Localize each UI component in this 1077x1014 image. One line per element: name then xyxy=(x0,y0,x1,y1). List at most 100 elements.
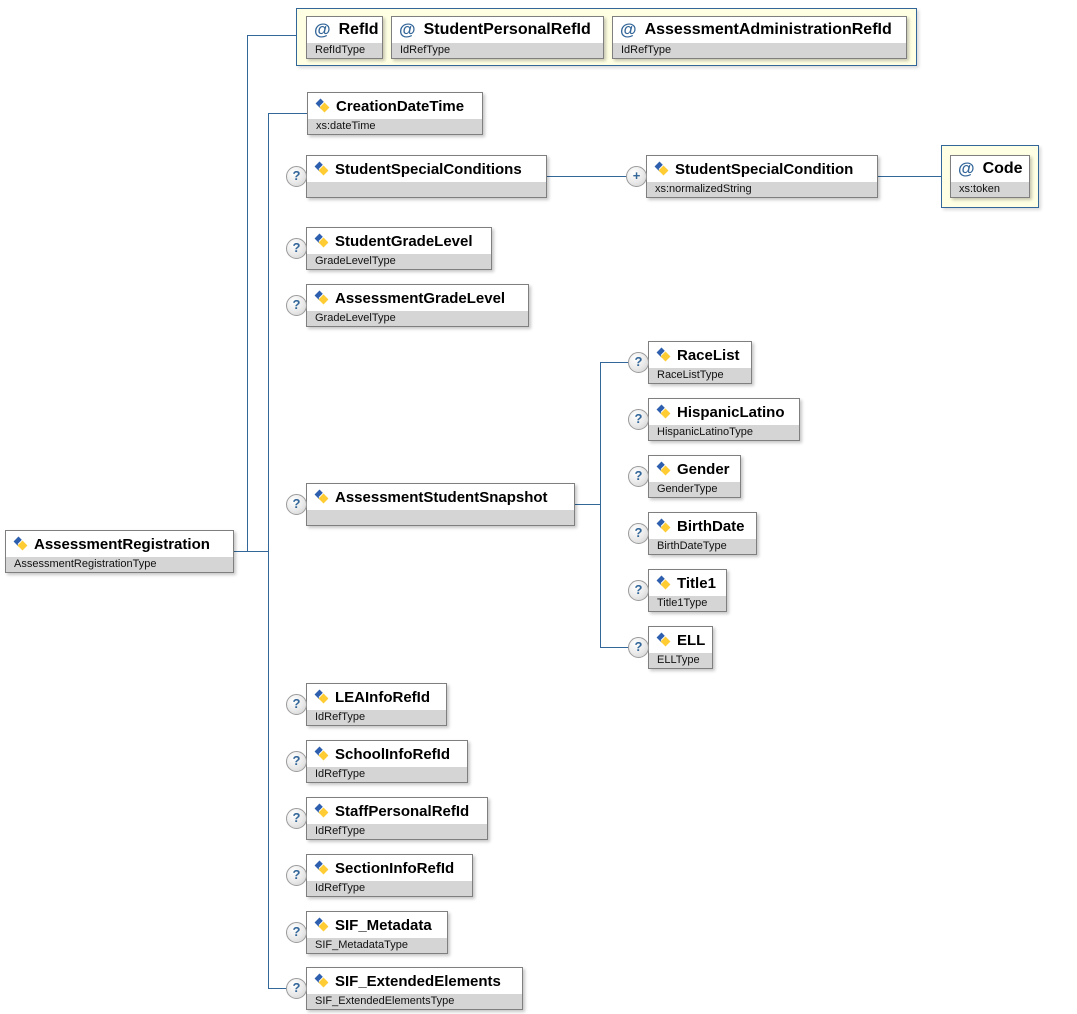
element-name: SIF_Metadata xyxy=(335,916,432,934)
element-icon xyxy=(656,634,671,647)
element-icon xyxy=(314,235,329,248)
schema-element-sif-metadata[interactable]: SIF_Metadata SIF_MetadataType xyxy=(306,911,448,954)
element-icon xyxy=(314,292,329,305)
element-icon xyxy=(656,577,671,590)
element-type: Title1Type xyxy=(649,596,726,611)
schema-element-creation-datetime[interactable]: CreationDateTime xs:dateTime xyxy=(307,92,483,135)
element-name: SchoolInfoRefId xyxy=(335,745,450,763)
element-name: HispanicLatino xyxy=(677,403,785,421)
attribute-marker-icon: @ xyxy=(399,20,416,39)
attribute-group-container: @ Code xs:token xyxy=(941,145,1039,208)
optional-indicator[interactable]: ? xyxy=(628,580,649,601)
element-name: StaffPersonalRefId xyxy=(335,802,470,820)
optional-indicator[interactable]: ? xyxy=(628,466,649,487)
schema-attribute-refid[interactable]: @RefId RefIdType xyxy=(306,16,383,59)
element-icon xyxy=(654,163,669,176)
schema-element-student-grade-level[interactable]: StudentGradeLevel GradeLevelType xyxy=(306,227,492,270)
element-icon xyxy=(314,919,329,932)
element-type: IdRefType xyxy=(307,767,467,782)
element-type: AssessmentRegistrationType xyxy=(6,557,233,572)
schema-element-ell[interactable]: ELL ELLType xyxy=(648,626,713,669)
element-name: Title1 xyxy=(677,574,716,592)
optional-indicator[interactable]: ? xyxy=(286,751,307,772)
connector-line xyxy=(877,176,941,177)
element-name: CreationDateTime xyxy=(336,97,465,115)
element-icon xyxy=(314,491,329,504)
element-name: StudentSpecialCondition xyxy=(675,160,854,178)
optional-indicator[interactable]: ? xyxy=(628,523,649,544)
schema-element-student-special-conditions[interactable]: StudentSpecialConditions xyxy=(306,155,547,198)
element-name: AssessmentGradeLevel xyxy=(335,289,506,307)
schema-element-race-list[interactable]: RaceList RaceListType xyxy=(648,341,752,384)
schema-element-assessment-student-snapshot[interactable]: AssessmentStudentSnapshot xyxy=(306,483,575,526)
element-icon xyxy=(314,163,329,176)
optional-indicator[interactable]: ? xyxy=(286,494,307,515)
attribute-name: AssessmentAdministrationRefId xyxy=(644,21,892,38)
optional-indicator[interactable]: ? xyxy=(628,637,649,658)
optional-indicator[interactable]: ? xyxy=(286,166,307,187)
element-type xyxy=(307,510,574,525)
element-type: BirthDateType xyxy=(649,539,756,554)
attribute-group-container: @RefId RefIdType @StudentPersonalRefId I… xyxy=(296,8,917,66)
attribute-type: xs:token xyxy=(951,182,1029,197)
element-type: SIF_ExtendedElementsType xyxy=(307,994,522,1009)
schema-attribute-student-personal-refid[interactable]: @StudentPersonalRefId IdRefType xyxy=(391,16,604,59)
element-icon xyxy=(314,975,329,988)
element-name: RaceList xyxy=(677,346,740,364)
element-name: ELL xyxy=(677,631,706,649)
connector-line xyxy=(600,362,629,363)
element-type: SIF_MetadataType xyxy=(307,938,447,953)
optional-indicator[interactable]: ? xyxy=(286,865,307,886)
attribute-type: IdRefType xyxy=(613,43,906,58)
connector-line xyxy=(247,35,248,551)
attribute-name: Code xyxy=(982,160,1023,177)
element-type: IdRefType xyxy=(307,881,472,896)
element-type: HispanicLatinoType xyxy=(649,425,799,440)
element-type: IdRefType xyxy=(307,710,446,725)
schema-element-school-info-refid[interactable]: SchoolInfoRefId IdRefType xyxy=(306,740,468,783)
element-name: BirthDate xyxy=(677,517,745,535)
element-icon xyxy=(656,520,671,533)
connector-line xyxy=(268,113,307,114)
schema-attribute-assessment-administration-refid[interactable]: @AssessmentAdministrationRefId IdRefType xyxy=(612,16,907,59)
optional-indicator[interactable]: ? xyxy=(628,352,649,373)
schema-element-sif-extended-elements[interactable]: SIF_ExtendedElements SIF_ExtendedElement… xyxy=(306,967,523,1010)
optional-indicator[interactable]: ? xyxy=(286,238,307,259)
attribute-marker-icon: @ xyxy=(958,159,975,178)
schema-element-assessment-grade-level[interactable]: AssessmentGradeLevel GradeLevelType xyxy=(306,284,529,327)
schema-element-hispanic-latino[interactable]: HispanicLatino HispanicLatinoType xyxy=(648,398,800,441)
element-type: GradeLevelType xyxy=(307,311,528,326)
schema-element-lea-info-refid[interactable]: LEAInfoRefId IdRefType xyxy=(306,683,447,726)
element-type: IdRefType xyxy=(307,824,487,839)
attribute-name: RefId xyxy=(338,21,379,38)
element-type: xs:normalizedString xyxy=(647,182,877,197)
element-type: GenderType xyxy=(649,482,740,497)
attribute-type: IdRefType xyxy=(392,43,603,58)
element-icon xyxy=(314,805,329,818)
schema-element-section-info-refid[interactable]: SectionInfoRefId IdRefType xyxy=(306,854,473,897)
schema-element-birth-date[interactable]: BirthDate BirthDateType xyxy=(648,512,757,555)
schema-attribute-code[interactable]: @ Code xs:token xyxy=(950,155,1030,198)
schema-element-staff-personal-refid[interactable]: StaffPersonalRefId IdRefType xyxy=(306,797,488,840)
schema-element-title1[interactable]: Title1 Title1Type xyxy=(648,569,727,612)
connector-line xyxy=(268,988,287,989)
element-name: Gender xyxy=(677,460,730,478)
schema-element-assessment-registration[interactable]: AssessmentRegistration AssessmentRegistr… xyxy=(5,530,234,573)
element-name: StudentSpecialConditions xyxy=(335,160,522,178)
schema-element-gender[interactable]: Gender GenderType xyxy=(648,455,741,498)
optional-indicator[interactable]: ? xyxy=(286,694,307,715)
repeat-indicator[interactable]: + xyxy=(626,166,647,187)
connector-line xyxy=(573,504,601,505)
optional-indicator[interactable]: ? xyxy=(286,808,307,829)
element-name: AssessmentStudentSnapshot xyxy=(335,488,548,506)
element-name: StudentGradeLevel xyxy=(335,232,473,250)
optional-indicator[interactable]: ? xyxy=(286,978,307,999)
optional-indicator[interactable]: ? xyxy=(628,409,649,430)
optional-indicator[interactable]: ? xyxy=(286,295,307,316)
element-type: xs:dateTime xyxy=(308,119,482,134)
element-icon xyxy=(656,463,671,476)
element-type: ELLType xyxy=(649,653,712,668)
optional-indicator[interactable]: ? xyxy=(286,922,307,943)
schema-element-student-special-condition[interactable]: StudentSpecialCondition xs:normalizedStr… xyxy=(646,155,878,198)
element-name: AssessmentRegistration xyxy=(34,535,210,553)
